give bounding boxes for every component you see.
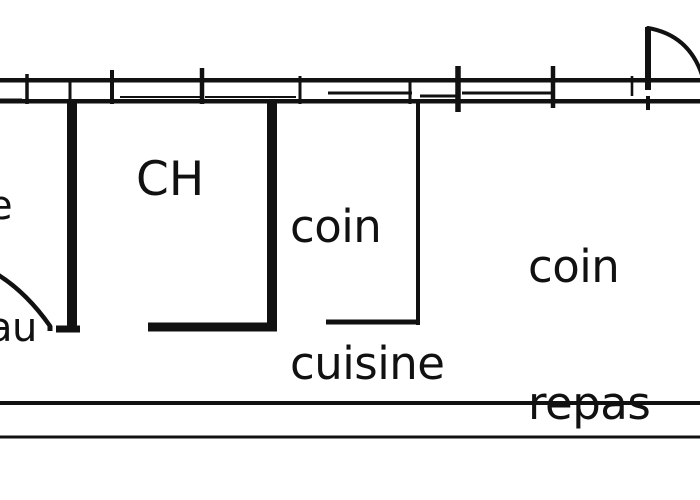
coin-cuisine-label: coin cuisine [290,112,445,479]
partition-walls-group [56,100,420,333]
top-wall-tick-marks [25,66,634,112]
door-salle-deau-group [0,273,53,331]
chambre-label: CH [136,152,205,207]
left-edge-wall-fragment [0,77,22,104]
salle-deau-label-line1: e [0,185,37,227]
salle-deau-label-line2: au [0,304,37,351]
coin-repas-label-line1: coin [528,239,620,293]
salle-deau-label: e au [0,104,37,430]
door-salle-deau-swing-arc [0,273,53,329]
door-entry-right-group [645,26,700,110]
door-entry-right-swing-arc [646,26,700,76]
coin-cuisine-label-line1: coin [290,199,382,253]
top-wall-group [0,66,700,112]
bottom-boundary-group [0,401,700,439]
coin-cuisine-label-line2: cuisine [290,337,445,391]
coin-repas-label: coin repas [528,152,651,500]
coin-repas-label-line2: repas [528,377,651,431]
